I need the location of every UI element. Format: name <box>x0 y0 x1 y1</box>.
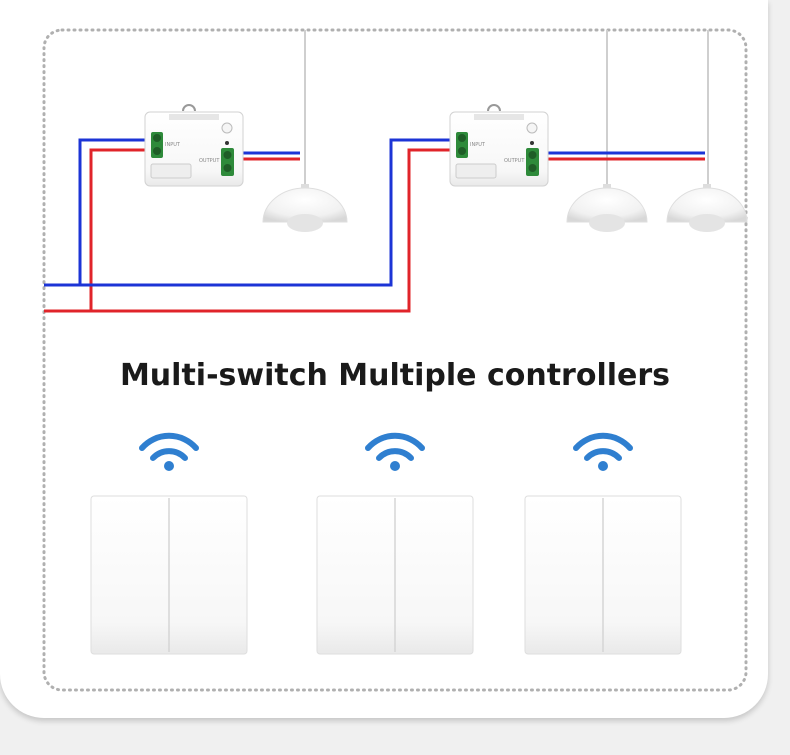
wires-receiver-1 <box>44 138 300 313</box>
wall-switch-3 <box>524 495 682 655</box>
output-label: OUTPUT <box>199 158 220 164</box>
wires-receiver-2 <box>80 138 705 313</box>
receiver-module-2: INPUT OUTPUT <box>449 104 549 187</box>
output-label: OUTPUT <box>504 158 525 164</box>
pendant-lamp-icon <box>666 184 748 232</box>
input-label: INPUT <box>165 142 181 148</box>
pendant-lamp-icon <box>566 184 648 232</box>
receiver-module-1: INPUT OUTPUT <box>144 104 244 187</box>
input-label: INPUT <box>470 142 486 148</box>
pendant-lamp-icon <box>262 184 348 232</box>
wifi-icon <box>573 432 633 471</box>
wall-switch-2 <box>316 495 474 655</box>
wifi-icon <box>365 432 425 471</box>
wall-switch-1 <box>90 495 248 655</box>
wifi-icon <box>139 432 199 471</box>
headline: Multi-switch Multiple controllers <box>119 358 671 393</box>
dotted-border <box>42 28 748 692</box>
